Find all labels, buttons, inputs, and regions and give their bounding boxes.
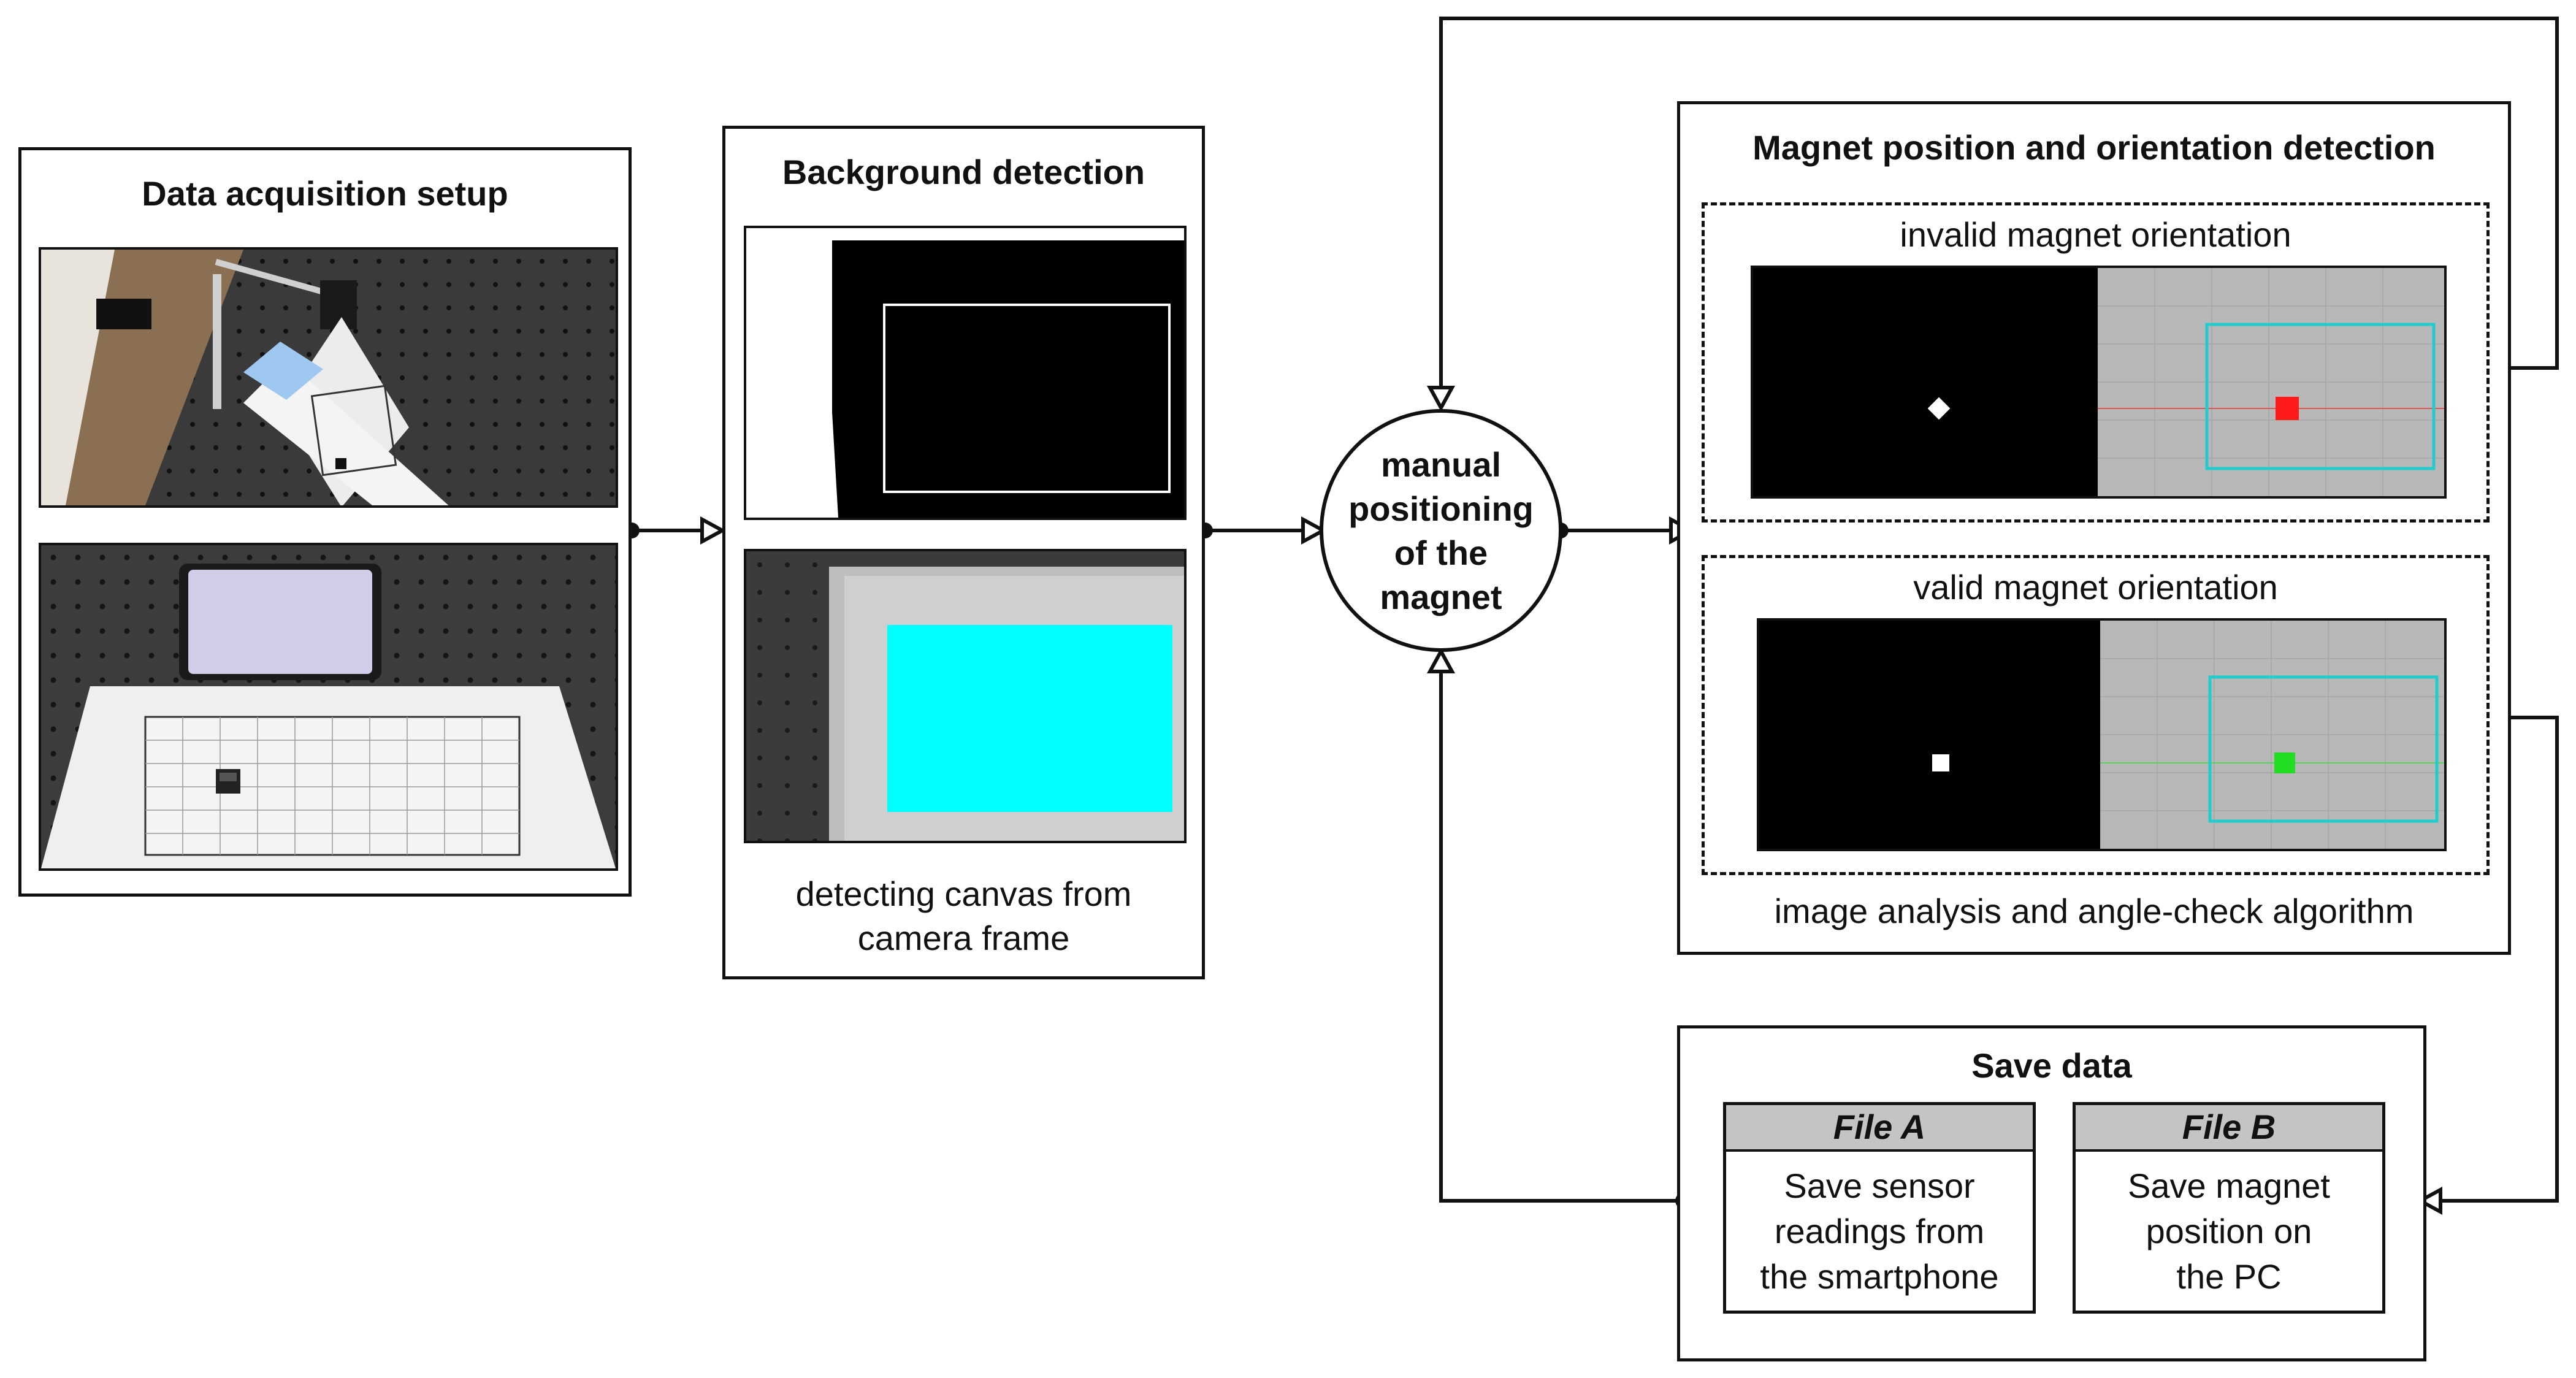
background-mask-image [744,226,1187,520]
manual-positioning-label: manual positioning of the magnet [1334,443,1548,619]
invalid-orientation-image [1751,266,2447,499]
magnet-blob-valid [1932,754,1949,771]
detection-panel: Magnet position and orientation detectio… [1677,101,2511,955]
invalid-orientation-label: invalid magnet orientation [1900,215,2291,254]
valid-orientation-group: valid magnet orientation [1702,555,2490,875]
file-b-card: File B Save magnet position on the PC [2073,1102,2385,1314]
file-b-line2: position on [2146,1212,2312,1250]
file-a-line2: readings from [1774,1212,1985,1250]
valid-orientation-image [1757,618,2447,851]
file-a-line3: the smartphone [1760,1257,1999,1296]
valid-orientation-label: valid magnet orientation [1913,568,2278,607]
manual-line2: positioning [1348,489,1534,528]
save-title: Save data [1971,1046,2132,1085]
background-panel: Background detection detecting canvas fr… [722,126,1205,979]
manual-line4: magnet [1380,578,1502,616]
arrow-head-file-b [2416,1186,2442,1215]
arrow-head-bg [700,516,727,545]
background-caption-line1: detecting canvas from [795,875,1132,913]
acquisition-panel: Data acquisition setup [18,147,632,897]
detection-title: Magnet position and orientation detectio… [1752,128,2436,167]
setup-photo-topview [39,543,618,871]
manual-line3: of the [1394,534,1488,572]
background-caption-line2: camera frame [857,919,1070,957]
file-b-line1: Save magnet [2128,1166,2330,1205]
invalid-orientation-group: invalid magnet orientation [1702,202,2490,522]
file-b-description: Save magnet position on the PC [2076,1163,2382,1300]
arrow-head-circle-top [1426,386,1456,412]
arrow-head-circle-bottom [1426,647,1456,673]
magnet-blob-invalid [1927,397,1951,420]
magnet-marker-valid [2274,752,2295,773]
manual-line1: manual [1380,445,1502,484]
file-a-description: Save sensor readings from the smartphone [1726,1163,2033,1300]
canvas-detection-image [744,549,1187,843]
file-a-line1: Save sensor [1784,1166,1975,1205]
file-a-card: File A Save sensor readings from the sma… [1723,1102,2036,1314]
setup-photo-overview [39,247,618,508]
background-title: Background detection [782,153,1145,191]
connector-invalid-loop [1439,17,2559,386]
manual-positioning-node [1320,409,1562,652]
file-b-line3: the PC [2176,1257,2282,1296]
arrow-head-manual [1301,516,1328,545]
detection-caption: image analysis and angle-check algorithm [1774,892,2414,930]
acquisition-title: Data acquisition setup [142,174,508,213]
detected-canvas-area [887,625,1172,812]
file-b-header: File B [2076,1105,2382,1152]
connector-save-loop [1439,672,1683,1203]
file-a-header: File A [1726,1105,2033,1152]
magnet-marker-invalid [2276,397,2299,420]
save-panel: Save data File A Save sensor readings fr… [1677,1025,2426,1361]
connector-valid-save [2440,716,2559,1203]
